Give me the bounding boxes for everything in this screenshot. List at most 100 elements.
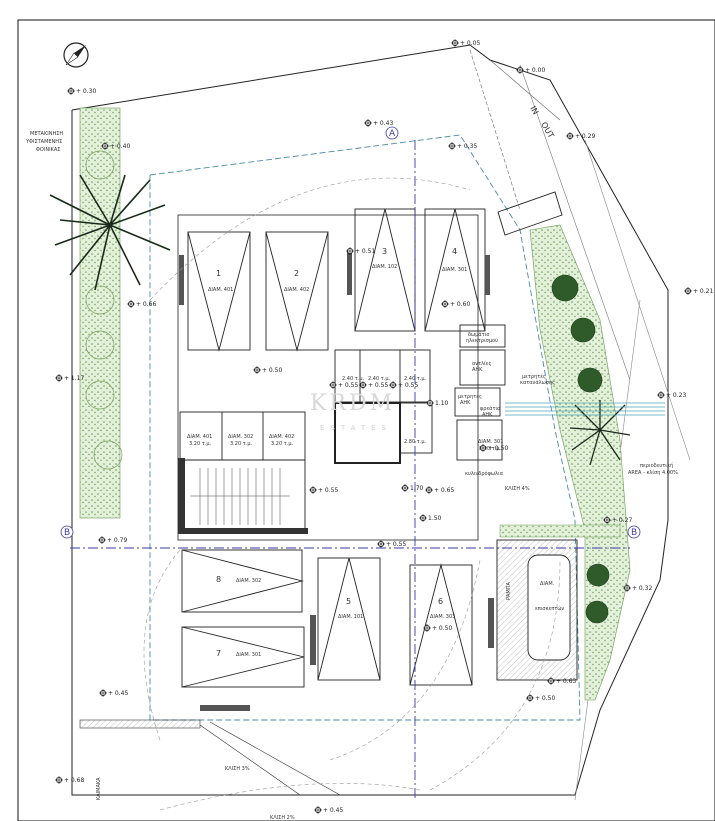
parking-spaces-lower: [181, 539, 578, 688]
room-label: ΑΗΚ: [460, 400, 471, 406]
level-marker: + 0.50: [253, 366, 282, 374]
level-marker: + 0.27: [603, 516, 632, 524]
note-relocation-line2: ΥΦΙΣΤΑΜΕΝΗΣ: [25, 139, 62, 145]
storage-area: 3.20 τ.μ.: [230, 441, 253, 447]
road-line: [519, 64, 631, 381]
parking-label: ΔΙΑΜ. 302: [236, 578, 261, 584]
level-marker: + 1.17: [55, 374, 84, 382]
axis-marker-a: A: [385, 126, 399, 140]
level-marker: + 0.55: [359, 381, 388, 389]
parking-label: ΔΙΑΜ. 301: [442, 267, 467, 273]
level-value: + 0.35: [457, 143, 477, 150]
parking-label: ΔΙΑΜ. 102: [372, 264, 397, 270]
level-marker: + 0.50: [479, 444, 508, 452]
storage-area: 3.20 τ.μ.: [189, 441, 212, 447]
level-marker: 1.70: [401, 484, 424, 492]
road-line: [469, 49, 521, 211]
area-note: περιοδευτική: [640, 462, 673, 469]
level-marker: + 0.68: [55, 776, 84, 784]
level-value: + 0.79: [107, 537, 127, 544]
parking-label: ΔΙΑΜ. 402: [284, 287, 309, 293]
parking-number: 7: [216, 649, 221, 658]
room-label: κατανάλωσης: [520, 379, 555, 386]
storage-area: 2.40 τ.μ.: [342, 376, 365, 382]
slope-label: ΚΛΙΣΗ 2%: [270, 815, 295, 821]
parking-number: 3: [382, 247, 387, 256]
columns: [179, 250, 494, 711]
north-arrow-icon: [63, 42, 89, 68]
parking-number: 2: [294, 269, 299, 278]
staircase: [178, 458, 308, 534]
level-value: + 0.51: [355, 248, 375, 255]
parking-label: ΔΙΑΜ. 301: [236, 652, 261, 658]
storage-area: 3.20 τ.μ.: [271, 441, 294, 447]
level-marker: + 0.55: [329, 381, 358, 389]
building-line: [149, 134, 581, 721]
level-value: + 0.05: [460, 40, 480, 47]
level-marker: + 0.65: [425, 486, 454, 494]
visitor-parking-label: επισκεπτών: [535, 605, 564, 612]
plot-boundary: [71, 44, 669, 796]
level-marker: + 0.55: [389, 381, 418, 389]
palm-tree-icon: [569, 400, 631, 466]
storage-label: ΔΙΑΜ. 402: [269, 434, 294, 440]
level-marker: + 0.29: [566, 132, 595, 140]
level-value: + 0.50: [488, 445, 508, 452]
parking-label: ΔΙΑΜ. 303: [430, 614, 455, 620]
level-marker: + 0.79: [98, 536, 127, 544]
level-marker: + 0.50: [526, 694, 555, 702]
parking-label: ΔΙΑΜ. 401: [208, 287, 233, 293]
parking-number: 1: [216, 269, 221, 278]
level-value: + 0.50: [432, 625, 452, 632]
level-value: + 0.45: [323, 807, 343, 814]
level-marker: 1.10: [426, 399, 449, 407]
level-marker: + 0.32: [623, 584, 652, 592]
axis-label-b: B: [64, 528, 70, 538]
parking-number: 6: [438, 597, 443, 606]
slope-label: ΚΛΙΣΗ 4%: [505, 486, 530, 492]
storage-label: ΔΙΑΜ. 401: [187, 434, 212, 440]
hedge-south-ramp: [499, 524, 621, 538]
level-value: + 0.00: [525, 67, 545, 74]
visitor-parking-label: ΔΙΑΜ.: [540, 581, 555, 587]
slope-label: ΚΛΙΣΗ 3%: [225, 766, 250, 772]
level-value: + 1.17: [64, 375, 84, 382]
level-value: + 0.45: [108, 690, 128, 697]
road-line: [489, 59, 561, 121]
room-label: μετρητές: [458, 393, 482, 400]
level-marker: + 0.66: [127, 300, 156, 308]
parking-number: 8: [216, 575, 221, 584]
level-value: + 0.55: [318, 487, 338, 494]
storage-area: 2.80 τ.μ.: [404, 439, 427, 445]
level-marker: 1.50: [419, 514, 442, 522]
level-value: 1.70: [410, 485, 424, 492]
entrance-gate: [497, 191, 563, 236]
axis-label-b: B: [631, 528, 637, 538]
level-value: 1.50: [428, 515, 442, 522]
room-label: δωμάτιο: [468, 331, 489, 338]
level-marker: + 0.55: [309, 486, 338, 494]
storage-label: ΔΙΑΜ. 302: [228, 434, 253, 440]
level-marker: + 0.45: [99, 689, 128, 697]
parking-spaces-upper: [187, 208, 486, 352]
level-value: + 0.50: [262, 367, 282, 374]
label-in: IN: [528, 105, 540, 117]
level-value: + 0.65: [434, 487, 454, 494]
level-marker: + 0.55: [377, 540, 406, 548]
level-value: + 0.32: [632, 585, 652, 592]
level-value: + 0.63: [556, 678, 576, 685]
level-value: + 0.30: [76, 88, 96, 95]
stair-label: ΚΛΙΜΑΚΑ: [96, 777, 102, 800]
water-lines: [505, 402, 665, 416]
level-marker: + 0.45: [314, 806, 343, 814]
level-marker: + 0.40: [101, 142, 130, 150]
room-label: αντλίες: [472, 360, 491, 367]
watermark-logo: KRDM: [310, 391, 395, 416]
level-marker: + 0.21: [684, 287, 713, 295]
shrub-group-east: [551, 274, 610, 624]
watermark-sub: ESTATES: [320, 424, 392, 432]
note-relocation-line3: ΦΟΙΝΙΚΑΣ: [36, 147, 60, 153]
drawing-frame: [17, 19, 715, 821]
level-value: + 0.29: [575, 133, 595, 140]
